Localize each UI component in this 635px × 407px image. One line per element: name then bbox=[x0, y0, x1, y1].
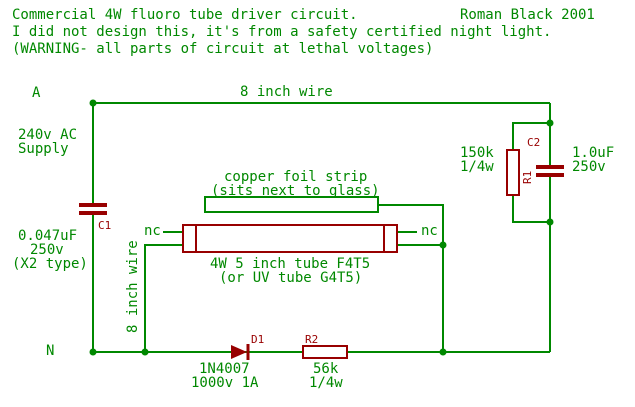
tube-symbol bbox=[182, 224, 398, 253]
r1-ref-label: R1 bbox=[521, 170, 534, 184]
tube-nc-right-label: nc bbox=[421, 223, 438, 239]
author-credit: Roman Black 2001 bbox=[460, 7, 595, 23]
r1-value-line2: 1/4w bbox=[460, 159, 494, 175]
c1-plate-bottom bbox=[79, 211, 107, 215]
c1-value-line3: (X2 type) bbox=[12, 256, 88, 272]
top-wire-label: 8 inch wire bbox=[240, 84, 333, 100]
left-vertical-wire-label: 8 inch wire bbox=[125, 240, 141, 333]
cap-c1-symbol bbox=[79, 203, 107, 215]
foil-strip-symbol bbox=[204, 196, 379, 213]
d1-value-line1: 1N4007 bbox=[199, 361, 250, 377]
c1-value-line1: 0.047uF bbox=[18, 228, 78, 244]
d1-value-line2: 1000v 1A bbox=[191, 375, 259, 391]
c2-ref-label: C2 bbox=[527, 136, 541, 149]
junction-dot bbox=[439, 241, 447, 249]
r1-value-line1: 150k bbox=[460, 145, 494, 161]
c1-ref-label: C1 bbox=[98, 219, 112, 232]
d1-anode-triangle bbox=[231, 345, 247, 359]
r2-value-line2: 1/4w bbox=[309, 375, 343, 391]
junction-dot-terminal-a bbox=[89, 99, 97, 107]
warning-text: (WARNING- all parts of circuit at lethal… bbox=[12, 41, 434, 57]
foil-label-line2: (sits next to glass) bbox=[211, 183, 380, 199]
c2-plate-top bbox=[536, 165, 564, 169]
wire-r1-branch-bottom bbox=[512, 195, 550, 223]
tube-label-line2: (or UV tube G4T5) bbox=[219, 270, 363, 286]
resistor-r1-symbol bbox=[506, 149, 520, 196]
c1-plate-top bbox=[79, 203, 107, 207]
c2-value-line2: 250v bbox=[572, 159, 606, 175]
r2-value-line1: 56k bbox=[313, 361, 339, 377]
page-subtitle: I did not design this, it's from a safet… bbox=[12, 24, 552, 40]
wire-r1-branch-top bbox=[512, 122, 550, 150]
junction-dot bbox=[439, 348, 447, 356]
junction-dot bbox=[546, 218, 554, 226]
wire-tube-left-down bbox=[144, 244, 183, 352]
c2-plate-bottom bbox=[536, 173, 564, 177]
diode-d1-symbol bbox=[231, 344, 250, 360]
junction-dot-terminal-n bbox=[89, 348, 97, 356]
r2-ref-label: R2 bbox=[305, 333, 319, 346]
c2-value-line1: 1.0uF bbox=[572, 145, 615, 161]
tube-glass bbox=[182, 224, 398, 253]
d1-ref-label: D1 bbox=[251, 333, 265, 346]
page-title: Commercial 4W fluoro tube driver circuit… bbox=[12, 7, 358, 23]
wire-foil-down bbox=[378, 204, 444, 352]
foil-label-line1: copper foil strip bbox=[224, 169, 368, 185]
tube-label-line1: 4W 5 inch tube F4T5 bbox=[210, 256, 371, 272]
tube-nc-left-label: nc bbox=[144, 223, 161, 239]
resistor-r2-symbol bbox=[302, 345, 348, 359]
c1-value-line2: 250v bbox=[30, 242, 64, 258]
cap-c2-symbol bbox=[536, 165, 564, 177]
supply-label-line2: Supply bbox=[18, 141, 69, 157]
terminal-n-label: N bbox=[46, 343, 55, 359]
junction-dot bbox=[141, 348, 149, 356]
junction-dots bbox=[89, 99, 554, 356]
supply-label-line1: 240v AC bbox=[18, 127, 78, 143]
terminal-a-label: A bbox=[32, 85, 41, 101]
junction-dot bbox=[546, 119, 554, 127]
wires bbox=[92, 102, 551, 353]
